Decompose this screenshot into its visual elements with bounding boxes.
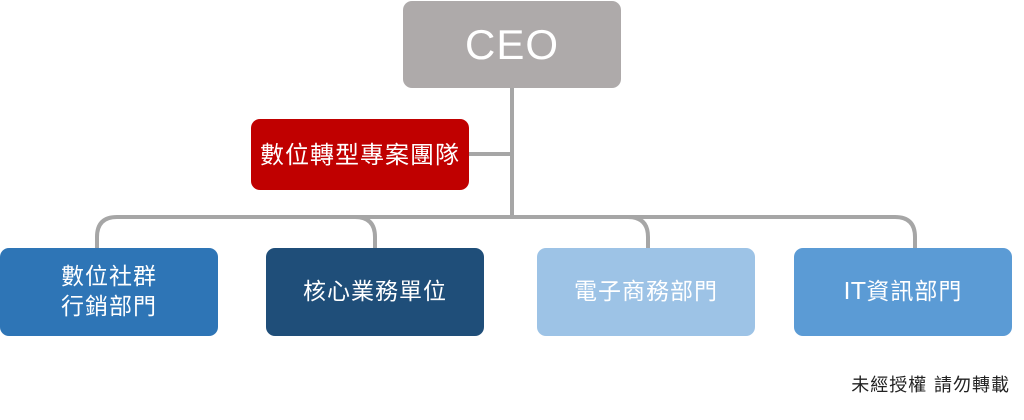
dept-node-ecommerce: 電子商務部門 bbox=[537, 248, 755, 336]
ceo-node: CEO bbox=[403, 1, 621, 88]
copyright-notice: 未經授權 請勿轉載 bbox=[851, 375, 1010, 396]
dept-label: 數位社群 行銷部門 bbox=[61, 264, 157, 320]
dept-drop-core bbox=[354, 215, 377, 248]
dept-label: IT資訊部門 bbox=[843, 279, 963, 305]
dept-node-social-marketing: 數位社群 行銷部門 bbox=[0, 248, 218, 336]
dept-node-it: IT資訊部門 bbox=[794, 248, 1012, 336]
dept-node-core-business: 核心業務單位 bbox=[266, 248, 484, 336]
ceo-label: CEO bbox=[464, 20, 559, 68]
team-label: 數位轉型專案團隊 bbox=[260, 140, 460, 169]
digital-transformation-team-node: 數位轉型專案團隊 bbox=[251, 119, 469, 190]
dept-label: 電子商務部門 bbox=[574, 279, 718, 305]
dept-bus-line bbox=[95, 215, 917, 248]
dept-drop-ecommerce bbox=[627, 215, 650, 248]
dept-label: 核心業務單位 bbox=[303, 279, 447, 305]
